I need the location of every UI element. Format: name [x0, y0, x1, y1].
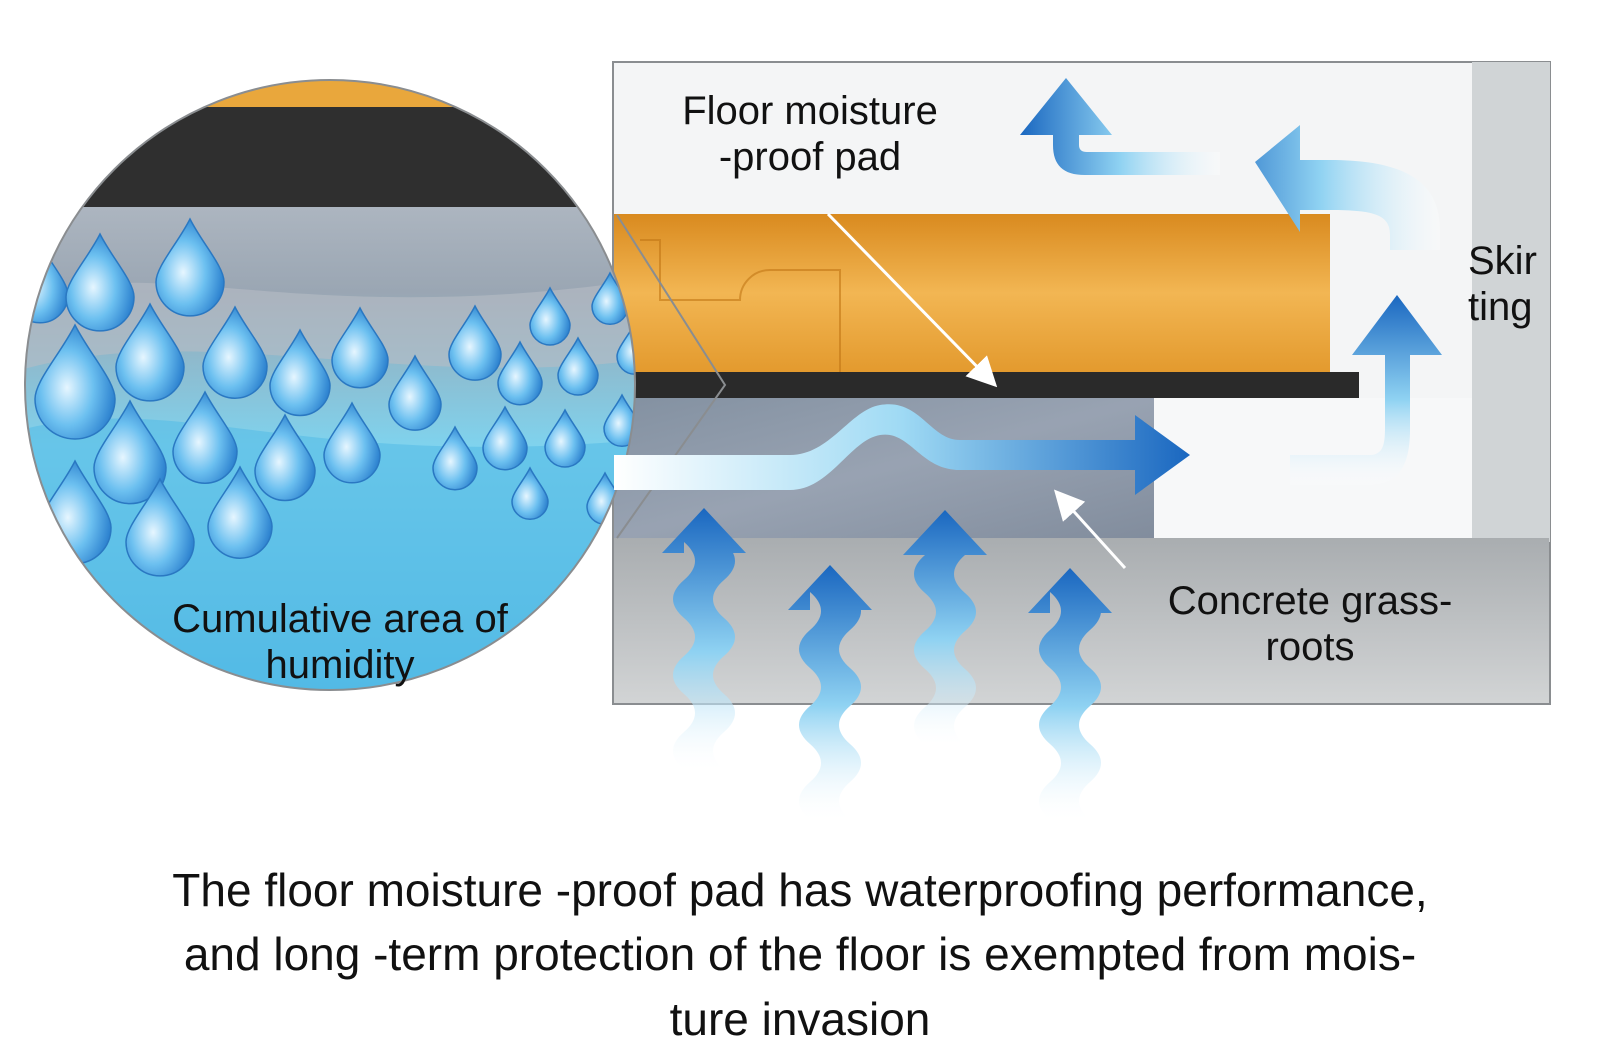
diagram-caption: The floor moisture -proof pad has waterp…: [60, 858, 1540, 1051]
water-drop-icon: [34, 323, 116, 440]
caption-line-2: and long -term protection of the floor i…: [183, 928, 1417, 981]
caption-line-3: ture invasion: [669, 992, 931, 1045]
water-drop-icon: [497, 340, 543, 406]
moisture-arrow-icon: [614, 404, 1190, 495]
water-drop-icon: [65, 232, 135, 332]
skirting-label: Skir ting: [1468, 238, 1588, 330]
water-drop-icon: [482, 405, 528, 471]
moisture-arrows: [614, 78, 1442, 820]
skirting-label-line-1: Skir: [1468, 239, 1537, 283]
concrete-label-line-2: roots: [1265, 625, 1355, 669]
humidity-label: Cumulative area of humidity: [130, 596, 550, 688]
water-drop-icon: [93, 399, 167, 505]
water-drop-icon: [155, 217, 225, 317]
water-drop-icon: [115, 302, 185, 402]
water-drop-icon: [323, 401, 381, 484]
water-drop-icon: [202, 305, 268, 399]
moisture-arrow-icon: [1290, 295, 1442, 485]
water-drop-icon: [331, 306, 389, 389]
moisture-arrow-icon: [1020, 78, 1220, 175]
water-drop-icon: [388, 354, 442, 431]
pad-label-line-1: Floor moisture: [682, 89, 938, 133]
water-drop-icon: [269, 328, 331, 417]
moisture-arrow-icon: [788, 565, 872, 820]
pad-label-line-2: -proof pad: [718, 135, 902, 179]
water-drop-icon: [529, 286, 571, 346]
moisture-arrow-icon: [1200, 125, 1440, 250]
water-drop-icon: [448, 304, 502, 381]
skirting-board: [1472, 62, 1550, 542]
moisture-arrow-icon: [903, 510, 987, 745]
concrete-label: Concrete grass- roots: [1140, 578, 1480, 670]
humidity-label-line-1: Cumulative area of: [172, 597, 508, 641]
pad-pointer-line: [826, 212, 998, 388]
water-drop-icon: [125, 477, 195, 577]
moisture-arrow-icon: [1028, 568, 1112, 820]
water-drop-icon: [616, 321, 635, 376]
water-drop-icon: [544, 408, 586, 468]
water-drop-icon: [511, 466, 549, 521]
humidity-label-line-2: humidity: [265, 643, 415, 687]
water-drop-icon: [254, 413, 316, 502]
wood-floor-board: [614, 214, 1330, 372]
moisture-arrow-icon: [662, 508, 746, 770]
caption-line-1: The floor moisture -proof pad has waterp…: [172, 864, 1428, 916]
concrete-pointer-line: [1053, 489, 1127, 570]
water-drop-icon: [207, 465, 273, 559]
concrete-label-line-1: Concrete grass-: [1167, 579, 1453, 623]
skirting-label-line-2: ting: [1468, 285, 1533, 329]
pad-label: Floor moisture -proof pad: [650, 88, 970, 180]
water-drop-icon: [432, 425, 478, 491]
water-drop-icon: [172, 390, 238, 484]
humidity-zoom-circle: [24, 79, 727, 691]
water-drop-icon: [557, 336, 599, 396]
